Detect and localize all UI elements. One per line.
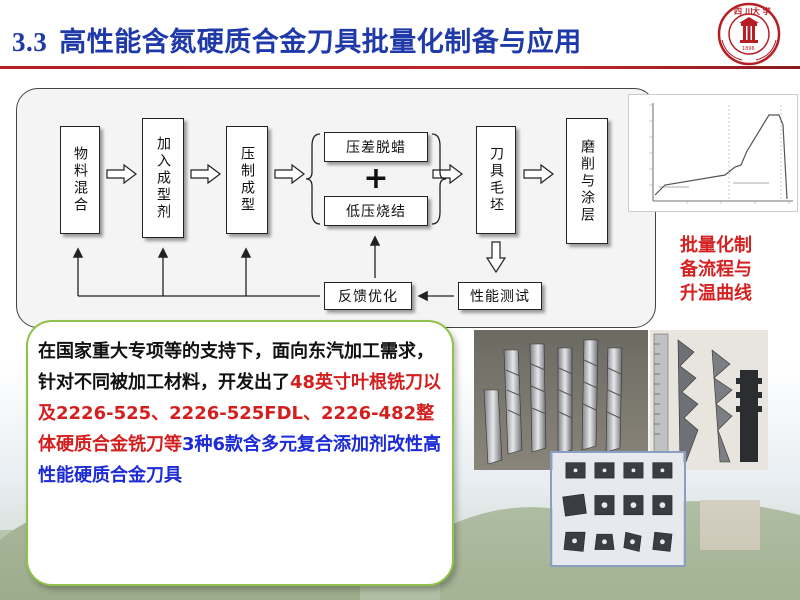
tool-rods-photo — [650, 330, 768, 470]
step-material-mixing: 物料混合 — [60, 126, 100, 234]
step-low-pressure-sintering: 低压烧结 — [324, 196, 428, 226]
milling-cutters-photo — [474, 330, 648, 470]
section-number: 3.3 — [12, 27, 48, 57]
plus-sign: + — [363, 161, 389, 196]
description-card: 在国家重大专项等的支持下，面向东汽加工需求，针对不同被加工材料，开发出了48英寸… — [26, 320, 454, 586]
step-performance-test: 性能测试 — [458, 282, 542, 310]
cutting-inserts-photo — [550, 451, 686, 567]
brace-left — [305, 133, 321, 225]
step-tool-blank: 刀具毛坯 — [476, 126, 516, 234]
description-text: 在国家重大专项等的支持下，面向东汽加工需求，针对不同被加工材料，开发出了48英寸… — [38, 341, 441, 486]
university-logo: 四 川 大 学 1896 — [717, 2, 781, 66]
description-intro: 在国家重大专项等的支持下，面向东汽加工需求，针对不同被加工材料，开发出了 — [38, 341, 434, 393]
heating-curve-figure — [628, 94, 798, 212]
arrow-sinter-to-blank — [432, 163, 463, 185]
caption-line-1: 批量化制 — [680, 235, 752, 256]
step-grinding-coating: 磨削与涂层 — [566, 118, 608, 244]
brace-right — [431, 133, 447, 225]
description-summary: 3种6款含多元复合添加剂改性高性能硬质合金刀具 — [38, 434, 442, 486]
step-pressing: 压制成型 — [226, 126, 268, 234]
arrow-blank-to-test — [485, 241, 507, 274]
heating-curve-plot — [649, 103, 793, 204]
arrow-blank-to-grind — [523, 163, 554, 185]
step-feedback-optimization: 反馈优化 — [324, 282, 412, 310]
caption-line-2: 备流程与 — [680, 259, 752, 280]
heating-curve-caption: 批量化制 备流程与 升温曲线 — [680, 234, 790, 306]
caption-line-3: 升温曲线 — [680, 283, 752, 304]
arrow-additive-to-press — [190, 163, 221, 185]
arrow-press-to-sinter — [274, 163, 305, 185]
section-title: 高性能含氮硬质合金刀具批量化制备与应用 — [59, 27, 582, 58]
description-products: 48英寸叶根铣刀以及2226-525、2226-525FDL、2226-482整… — [38, 372, 442, 455]
step-pressure-dewaxing: 压差脱蜡 — [324, 132, 428, 162]
slide-title: 3.3 高性能含氮硬质合金刀具批量化制备与应用 — [12, 20, 582, 59]
svg-text:1896: 1896 — [742, 46, 755, 52]
arrow-mix-to-additive — [106, 163, 137, 185]
svg-text:大 学: 大 学 — [752, 6, 771, 16]
title-divider — [0, 66, 800, 69]
step-add-forming-agent: 加入成型剂 — [142, 118, 184, 238]
svg-text:四 川: 四 川 — [734, 7, 753, 16]
